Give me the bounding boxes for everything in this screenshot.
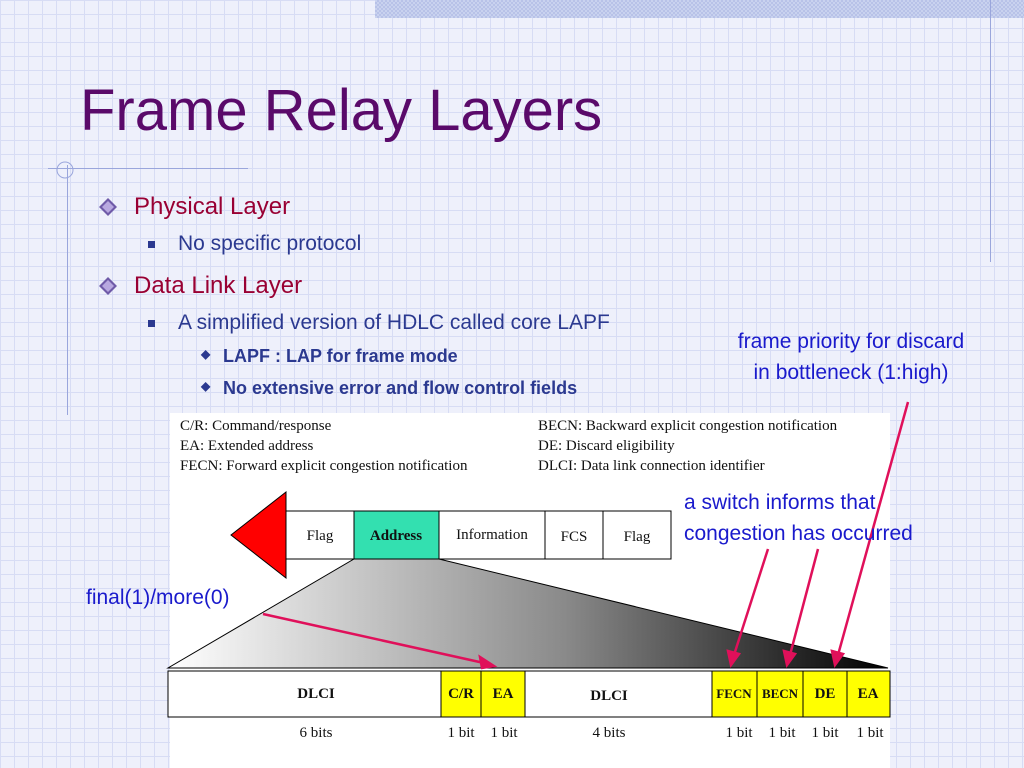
frame-address-label: Address <box>370 528 422 544</box>
square-bullet-icon <box>148 320 155 327</box>
frame-fcs-box <box>544 510 604 560</box>
small-diamond-bullet-icon: ◆ <box>201 347 211 361</box>
definition-cr: C/R: Command/response <box>180 418 332 434</box>
definition-fecn: FECN: Forward explicit congestion notifi… <box>180 458 468 474</box>
definition-ea: EA: Extended address <box>180 438 314 454</box>
switch-note-line1: a switch informs that <box>684 491 876 514</box>
bullet-physical-layer: Physical Layer <box>99 193 291 221</box>
diamond-bullet-icon <box>99 198 117 216</box>
field-fecn-label: FECN <box>716 686 752 701</box>
arrow-final-more-line <box>262 612 485 665</box>
priority-note-line2: in bottleneck (1:high) <box>753 361 949 384</box>
frame-flag1-box <box>285 510 355 560</box>
field-becn-box <box>756 670 804 718</box>
priority-note: frame priority for discard in bottleneck… <box>700 326 1002 388</box>
physical-layer-text: Physical Layer <box>134 193 291 220</box>
no-extensive-text: No extensive error and flow control fiel… <box>223 378 578 398</box>
frame-boxes <box>285 510 672 560</box>
definition-dlci: DLCI: Data link connection identifier <box>538 458 765 474</box>
arrow-final-more-head <box>478 654 498 670</box>
definitions-right: BECN: Backward explicit congestion notif… <box>538 416 837 476</box>
bullet-no-extensive: ◆ No extensive error and flow control fi… <box>201 378 578 399</box>
frame-flag2-label: Flag <box>624 529 651 545</box>
bits-dlci1-label: 6 bits <box>300 725 333 741</box>
no-specific-protocol-text: No specific protocol <box>178 232 362 255</box>
frame-flag1-label: Flag <box>307 528 334 544</box>
frame-fcs-label: FCS <box>561 529 588 545</box>
priority-note-line1: frame priority for discard <box>737 330 965 353</box>
bits-cr-label: 1 bit <box>447 725 475 741</box>
title-underline-rule <box>48 168 248 169</box>
left-vertical-rule <box>67 165 68 415</box>
field-dlci2-label: DLCI <box>590 688 628 704</box>
field-de-box <box>802 670 848 718</box>
right-vertical-rule <box>990 0 991 262</box>
field-cr-box <box>440 670 482 718</box>
bullet-data-link-layer: Data Link Layer <box>99 272 303 300</box>
arrow-switch-becn-line <box>788 548 820 656</box>
arrow-switch-becn-head <box>782 649 798 668</box>
field-de-label: DE <box>815 686 836 702</box>
definition-de: DE: Discard eligibility <box>538 438 675 454</box>
frame-address-box <box>353 510 440 560</box>
arrow-switch-fecn-head <box>726 649 742 668</box>
definition-becn: BECN: Backward explicit congestion notif… <box>538 418 838 434</box>
bits-fecn-label: 1 bit <box>725 725 753 741</box>
square-bullet-icon <box>148 241 155 248</box>
definitions-left: C/R: Command/response EA: Extended addre… <box>180 416 467 476</box>
frame-information-label: Information <box>456 527 528 543</box>
frame-flag2-box <box>602 510 672 560</box>
switch-note-line2: congestion has occurred <box>684 522 913 545</box>
switch-note: a switch informs that congestion has occ… <box>670 487 986 549</box>
bits-ea1-label: 1 bit <box>490 725 518 741</box>
bits-dlci2-label: 4 bits <box>593 725 626 741</box>
crosshair-ornament-icon <box>56 161 74 179</box>
expansion-fan-shape <box>166 558 889 669</box>
arrow-priority-de-line <box>836 401 910 656</box>
field-dlci1-box <box>167 670 442 718</box>
final-more-note: final(1)/more(0) <box>86 586 230 609</box>
bits-ea2-label: 1 bit <box>856 725 884 741</box>
bits-de-label: 1 bit <box>811 725 839 741</box>
field-cr-label: C/R <box>448 686 474 702</box>
field-fecn-box <box>711 670 758 718</box>
diamond-bullet-icon <box>99 277 117 295</box>
simplified-version-text: A simplified version of HDLC called core… <box>178 311 610 334</box>
bullet-simplified-version: A simplified version of HDLC called core… <box>148 311 610 335</box>
bullet-no-specific-protocol: No specific protocol <box>148 232 362 256</box>
arrow-switch-fecn-line <box>732 548 770 656</box>
field-becn-label: BECN <box>762 686 799 701</box>
bullet-lapf: ◆ LAPF : LAP for frame mode <box>201 346 458 367</box>
bits-becn-label: 1 bit <box>768 725 796 741</box>
frame-information-box <box>438 510 546 560</box>
field-ea2-label: EA <box>858 686 879 702</box>
data-link-layer-text: Data Link Layer <box>134 272 303 299</box>
field-ea1-label: EA <box>493 686 514 702</box>
slide-title: Frame Relay Layers <box>80 78 603 143</box>
arrow-priority-de-head <box>830 649 846 668</box>
field-dlci1-label: DLCI <box>297 686 335 702</box>
red-arrowhead-shape <box>230 490 287 580</box>
small-diamond-bullet-icon: ◆ <box>201 379 211 393</box>
field-dlci2-box <box>524 670 713 718</box>
address-field-boxes <box>167 670 891 718</box>
lapf-text: LAPF : LAP for frame mode <box>223 346 458 366</box>
field-ea2-box <box>846 670 891 718</box>
top-decorative-band <box>375 0 1024 18</box>
